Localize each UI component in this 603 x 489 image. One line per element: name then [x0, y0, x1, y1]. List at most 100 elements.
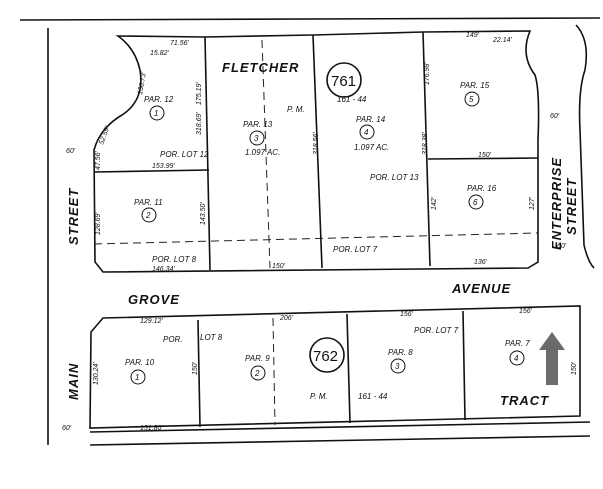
map-label: 1.097 AC. [354, 143, 389, 152]
map-label: 1 [135, 373, 139, 382]
map-label: 1 [154, 109, 158, 118]
street-lines [19, 17, 601, 446]
north-arrow-icon [539, 332, 565, 385]
map-label: PAR. 9 [245, 354, 270, 363]
street-label-grove: GROVE [128, 292, 180, 307]
map-label: 156' [400, 311, 414, 318]
map-label: 128.69' [95, 212, 102, 235]
map-label: 143.50' [200, 202, 207, 225]
map-label: 318.56' [313, 132, 320, 155]
map-label: 71.56' [170, 40, 190, 47]
lot-label: POR. LOT 8 [152, 255, 197, 264]
map-label: 47.56' [95, 150, 102, 170]
map-label: 153.99' [152, 163, 175, 170]
parcel-number-circle [326, 62, 362, 98]
map-label: 150' [192, 361, 199, 375]
parcel-number-circle [149, 105, 165, 121]
map-label: 146.34' [152, 266, 175, 273]
map-label: 4 [364, 128, 369, 137]
map-label: 60' [550, 113, 560, 120]
upper-block [93, 30, 540, 273]
lower-dimensions: 129.12' 206' 156' 156' 130.24' 150' 150'… [62, 308, 578, 432]
parcel-7: PAR. 7 4 [505, 339, 530, 366]
map-label: 176.98' [424, 62, 431, 85]
map-label: 136.73' [137, 71, 148, 95]
parcel-14: PAR. 14 4 1.097 AC. [354, 115, 389, 152]
map-label: 3 [395, 362, 400, 371]
parcel-number-circle [250, 365, 266, 381]
parcel-number-circle [130, 369, 146, 385]
map-label: PAR. 15 [460, 81, 490, 90]
map-label: 206' [279, 315, 294, 322]
map-label: 150' [272, 263, 286, 270]
map-label: 60' [62, 425, 72, 432]
map-label: 4 [514, 354, 519, 363]
map-label: 2 [254, 369, 260, 378]
map-label: 149' [466, 32, 480, 39]
parcel-10: PAR. 10 1 [125, 358, 155, 385]
map-label: 127' [529, 196, 536, 210]
map-label: 1.097 AC. [245, 148, 280, 157]
map-label: 318.69' [196, 112, 203, 135]
map-label: 150' [571, 361, 578, 375]
parcel-number-circle [464, 91, 480, 107]
map-label: PAR. 11 [134, 198, 163, 207]
map-label: P. M. [287, 105, 305, 114]
parcel-13: PAR. 13 3 1.097 AC. [243, 120, 280, 157]
map-book-762: 762 P. M. 161 - 44 [309, 337, 388, 401]
map-label: 161 - 44 [358, 392, 388, 401]
map-label: 318.38' [422, 132, 429, 155]
map-label: PAR. 16 [467, 184, 497, 193]
map-label: 6 [473, 198, 478, 207]
parcel-number-circle [468, 194, 484, 210]
upper-dimensions: 71.56' 15.82' 136.73' 52.59' 47.56' 153.… [66, 32, 567, 273]
map-label: 762 [313, 348, 338, 365]
map-label: 142' [431, 196, 438, 210]
street-label-fletcher: FLETCHER [222, 60, 299, 75]
map-label: 2 [145, 211, 151, 220]
map-label: 60' [557, 243, 567, 250]
map-label: 52.59' [98, 125, 111, 146]
parcel-number-circle [141, 207, 157, 223]
lot-label: POR. LOT 7 [414, 326, 459, 335]
parcel-number-circle [359, 124, 375, 140]
parcel-11: PAR. 11 2 [134, 198, 163, 223]
map-label: 136' [474, 259, 488, 266]
lower-block [89, 305, 581, 429]
map-book-761: 761 P. M. 161 - 44 [287, 62, 367, 114]
map-label: 150' [478, 152, 492, 159]
map-label: PAR. 7 [505, 339, 530, 348]
map-label: 156' [519, 308, 533, 315]
street-label-main: MAIN [66, 363, 81, 400]
map-label: PAR. 14 [356, 115, 386, 124]
parcel-12: PAR. 12 1 [144, 95, 174, 121]
parcel-16: PAR. 16 6 [467, 184, 497, 210]
parcel-number-circle [390, 358, 406, 374]
map-label: 15.82' [150, 50, 170, 57]
map-label: 161 - 44 [337, 95, 367, 104]
lot-label: LOT 8 [200, 333, 223, 342]
lot-label: POR. [163, 335, 183, 344]
map-label: PAR. 10 [125, 358, 155, 367]
parcel-number-circle [309, 337, 345, 373]
map-label: 60' [66, 148, 76, 155]
map-label: PAR. 13 [243, 120, 273, 129]
street-label-street-left: STREET [66, 188, 81, 245]
map-label: 175.19' [196, 82, 203, 105]
map-label: 129.12' [140, 318, 163, 325]
street-label-street-right: STREET [564, 178, 579, 235]
map-label: 5 [469, 95, 474, 104]
parcel-8: PAR. 8 3 [388, 348, 413, 374]
street-label-avenue: AVENUE [451, 281, 511, 296]
map-label: 3 [254, 134, 259, 143]
map-label: PAR. 8 [388, 348, 413, 357]
parcel-number-circle [249, 130, 265, 146]
street-label-enterprise: ENTERPRISE [549, 157, 564, 250]
map-label: 22.14' [492, 37, 513, 44]
map-label: 151.80' [140, 425, 163, 432]
map-label: P. M. [310, 392, 328, 401]
map-label: PAR. 12 [144, 95, 174, 104]
map-label: 761 [331, 73, 356, 90]
parcel-9: PAR. 9 2 [245, 354, 270, 381]
